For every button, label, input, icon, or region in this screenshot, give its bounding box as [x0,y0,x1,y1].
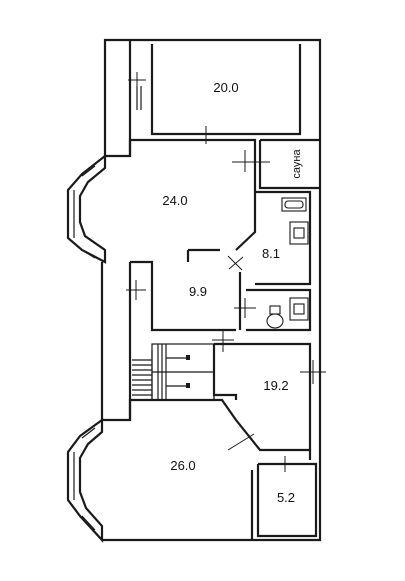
bath-walls [227,190,312,286]
room-19-walls [212,342,326,450]
sauna-label: сауна [291,149,303,179]
room-hall-area: 9.9 [189,284,207,299]
outer-walls [100,38,322,542]
room-24-walls [128,138,258,252]
room-26-area: 26.0 [170,458,195,473]
room-26-walls [128,398,312,540]
room-20-walls [128,44,302,144]
upper-bay-window [66,153,107,264]
room-5-walls [256,456,318,538]
wc-sink-icon [289,297,309,321]
sauna-walls [255,138,320,190]
hall-walls [126,250,256,352]
room-19-area: 19.2 [263,378,288,393]
stairs [132,343,215,401]
wc-walls [246,288,312,332]
room-20-area: 20.0 [213,80,238,95]
lower-bay-window [66,417,104,543]
toilet-icon [266,305,284,329]
room-5-area: 5.2 [277,490,295,505]
bathtub-icon [281,197,307,212]
room-24-area: 24.0 [162,193,187,208]
room-bath-area: 8.1 [262,246,280,261]
sink-icon [289,221,309,245]
